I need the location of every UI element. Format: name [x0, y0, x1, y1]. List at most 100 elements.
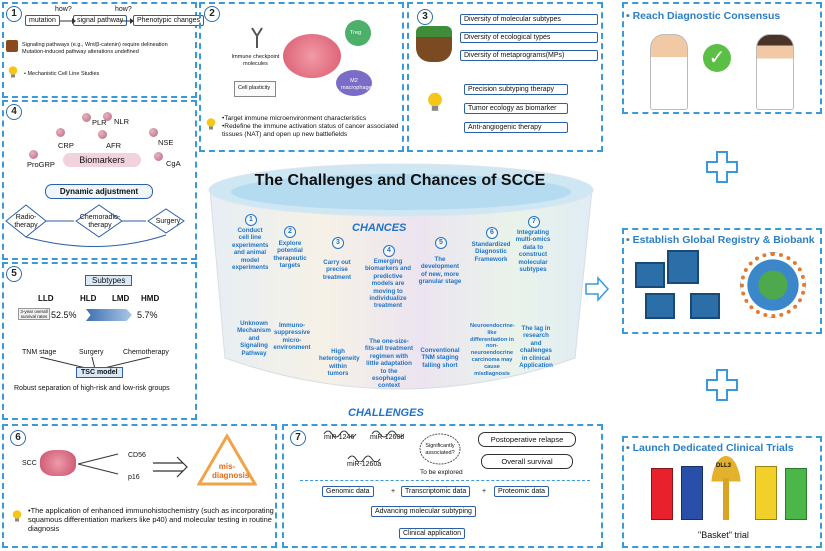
- trials-panel: [622, 436, 822, 548]
- panel-1-point-2: Mutation-induced pathway alterations und…: [22, 49, 139, 55]
- factor-surgery: Surgery: [79, 349, 104, 356]
- advancing-subtyping-label: Advancing molecular subtyping: [371, 506, 476, 517]
- marker-plr: PLR: [92, 118, 107, 127]
- label-treg: Treg: [350, 30, 362, 36]
- implies-arrow: [153, 456, 188, 478]
- consensus-title: • Reach Diagnostic Consensus: [626, 10, 781, 22]
- book-icon: [6, 40, 18, 52]
- label-cell-plasticity: Cell plasticity: [238, 85, 271, 91]
- challenge-2: Immuno-suppressive micro-environment: [273, 322, 311, 352]
- panel-5-number: 5: [6, 266, 22, 282]
- trials-title: • Launch Dedicated Clinical Trials: [626, 442, 794, 454]
- panel-2-point-2: •Redefine the immune activation status o…: [222, 123, 399, 138]
- flow-arrows: [60, 18, 134, 24]
- therapy-surgery: Surgery: [155, 218, 181, 225]
- diversity-metaprograms: Diversity of metaprograms(MPs): [460, 50, 598, 61]
- center-drum: [200, 158, 600, 420]
- consensus-panel: [622, 2, 822, 114]
- marker-dot-nse: [149, 128, 158, 137]
- column-6-number: 6: [486, 227, 498, 239]
- mir-1246: miR-1246: [324, 434, 355, 441]
- tumor-cells-icon: [40, 450, 76, 476]
- marker-p16: p16: [128, 474, 140, 481]
- flow-mutation: mutation: [25, 15, 60, 26]
- subtype-hmd: HMD: [141, 294, 160, 303]
- challenge-3: High heterogeneity within tumors: [319, 348, 360, 378]
- chance-5: The development of new, more granular st…: [418, 256, 462, 286]
- panel-6: [2, 424, 277, 548]
- marker-dot-progrp: [29, 150, 38, 159]
- challenge-5: Conventional TNM staging falling short: [420, 347, 460, 369]
- panel-1-point-1: Signaling pathways (e.g., Wnt/β-catenin)…: [22, 42, 168, 48]
- data-genomic: Genomic data: [322, 486, 374, 497]
- hospital-icon: [645, 293, 675, 319]
- door-yellow-icon: [755, 466, 777, 520]
- chance-3: Carry out precise treatment: [322, 259, 352, 281]
- treg-cell: [345, 20, 371, 46]
- panel-2-point-1: •Target immune microenvironment characte…: [222, 115, 367, 122]
- registry-title: • Establish Global Registry & Biobank: [626, 234, 815, 246]
- scc-label: SCC: [22, 460, 37, 467]
- marker-dot-nlr: [103, 112, 112, 121]
- panel-2-number: 2: [204, 6, 220, 22]
- chance-4: Emerging biomarkers and predictive model…: [364, 258, 412, 310]
- solution-precision-subtyping: Precision subtyping therapy: [464, 84, 568, 95]
- data-proteomic: Proteomic data: [494, 486, 550, 497]
- lightbulb-icon: [206, 118, 216, 130]
- basket-trial-label: "Basket" trial: [698, 530, 749, 540]
- warning-triangle: [197, 434, 257, 486]
- data-transcriptomic: Transcriptomic data: [401, 486, 471, 497]
- therapy-chemoradio: Chemoradio-therapy: [79, 214, 121, 229]
- doctor-right-icon: [756, 34, 794, 110]
- panel-5-result: Robust separation of high-risk and low-r…: [14, 385, 170, 392]
- column-2-number: 2: [284, 226, 296, 238]
- plus-sign-1: +: [391, 488, 396, 495]
- panel-2: [199, 2, 404, 152]
- marker-dot-afr: [98, 130, 107, 139]
- marker-afr: AFR: [106, 141, 121, 150]
- ecosystem-pot-icon: [416, 26, 452, 62]
- panel-7-divider: [300, 480, 590, 481]
- panel-6-idea: •The application of enhanced immunohisto…: [28, 506, 274, 533]
- doctor-left-icon: [650, 34, 688, 110]
- diversity-ecological: Diversity of ecological types: [460, 32, 598, 43]
- key-icon: [711, 456, 741, 520]
- chance-6: Standardized Diagnostic Framework: [471, 241, 511, 263]
- how-label-1: how?: [55, 6, 72, 13]
- chance-2: Explore potential therapeutic targets: [273, 240, 307, 270]
- how-label-2: how?: [115, 6, 132, 13]
- therapy-radio: Radio-therapy: [14, 214, 38, 229]
- hospital-icon: [667, 250, 699, 284]
- lightbulb-icon: [12, 510, 22, 522]
- marker-dot-crp: [56, 128, 65, 137]
- solution-anti-angiogenic: Anti-angiogenic therapy: [464, 122, 568, 133]
- cell-plasticity-box: [234, 81, 276, 97]
- challenge-1: Unknown Mechanism and Signaling Pathway: [237, 320, 271, 357]
- panel-4-number: 4: [6, 104, 22, 120]
- lightbulb-icon: [8, 66, 18, 78]
- subtype-hld: HLD: [80, 294, 97, 303]
- flow-phenotypic-changes: Phenotypic changes: [133, 15, 205, 26]
- therapy-arrows: [5, 204, 185, 248]
- subtype-lmd: LMD: [112, 294, 130, 303]
- marker-cga: CgA: [166, 159, 181, 168]
- column-3-number: 3: [332, 237, 344, 249]
- dll3-label: DLL3: [716, 463, 731, 469]
- column-4-number: 4: [383, 245, 395, 257]
- solution-tumor-ecology: Tumor ecology as biomarker: [464, 103, 568, 114]
- marker-dot-cga: [154, 152, 163, 161]
- panel-5: [2, 262, 197, 420]
- hospital-icon: [690, 293, 720, 319]
- outcome-survival: Overall survival: [481, 454, 573, 469]
- plus-icon-2: [706, 369, 738, 401]
- survival-lld-value: 52.5%: [51, 310, 77, 320]
- column-7-number: 7: [528, 216, 540, 228]
- marker-nlr: NLR: [114, 117, 130, 126]
- hospital-icon: [635, 262, 665, 288]
- panel-3-number: 3: [417, 9, 433, 25]
- biomarkers-label: Biomarkers: [63, 153, 141, 167]
- panel-1: [2, 2, 197, 98]
- significance-label: Significantly associated?: [425, 443, 455, 456]
- challenges-label: CHALLENGES: [348, 407, 424, 419]
- to-be-explored-label: To be explored: [420, 469, 463, 476]
